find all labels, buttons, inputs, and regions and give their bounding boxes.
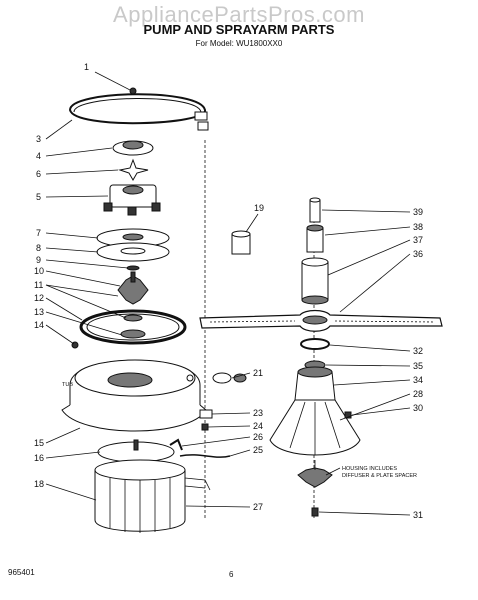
page-title: PUMP AND SPRAYARM PARTS <box>143 22 335 37</box>
part-24-screw[interactable] <box>201 423 209 431</box>
footer-code: 965401 <box>8 568 35 577</box>
part-18-motor[interactable] <box>94 459 211 533</box>
part-31-screw[interactable] <box>311 507 319 517</box>
part-6-star[interactable] <box>118 158 149 182</box>
callout-14: 14 <box>34 320 44 330</box>
part-7-plate[interactable] <box>96 228 170 248</box>
part-34-housing[interactable] <box>269 366 361 456</box>
part-39-tip[interactable] <box>309 197 321 223</box>
callout-12: 12 <box>34 293 44 303</box>
part-16-disc[interactable] <box>97 439 175 463</box>
callout-18: 18 <box>34 479 44 489</box>
part-32-ring[interactable] <box>300 338 330 350</box>
callout-6: 6 <box>36 169 41 179</box>
callout-37: 37 <box>413 235 423 245</box>
callout-3: 3 <box>36 134 41 144</box>
callout-13: 13 <box>34 307 44 317</box>
leader-lines <box>45 71 411 516</box>
housing-note-line2: DIFFUSER & PLATE SPACER <box>342 473 417 479</box>
callout-26: 26 <box>253 432 263 442</box>
part-37-tube[interactable] <box>301 257 329 305</box>
part-10-impeller[interactable] <box>117 265 149 305</box>
model-line: For Model: WU1800XX0 <box>195 39 283 48</box>
callout-36: 36 <box>413 249 423 259</box>
part-26-clip[interactable] <box>169 438 183 451</box>
watermark: AppliancePartsPros.com <box>113 2 365 27</box>
part-5-housing[interactable] <box>103 184 161 216</box>
callout-32: 32 <box>413 346 423 356</box>
callout-28: 28 <box>413 389 423 399</box>
callout-31: 31 <box>413 510 423 520</box>
callout-10: 10 <box>34 266 44 276</box>
callout-5: 5 <box>36 192 41 202</box>
callout-24: 24 <box>253 421 263 431</box>
callout-39: 39 <box>413 207 423 217</box>
part-30-screw[interactable] <box>344 411 352 419</box>
part-15-tub-base[interactable] <box>61 341 207 432</box>
callout-15: 15 <box>34 438 44 448</box>
part-25-wire[interactable] <box>179 454 231 458</box>
part-12-seal-ring[interactable] <box>79 309 187 345</box>
part-36-sprayarm[interactable] <box>199 309 443 332</box>
callout-7: 7 <box>36 228 41 238</box>
callout-21: 21 <box>253 368 263 378</box>
housing-note-line1: HOUSING INCLUDES <box>342 466 397 472</box>
callout-1: 1 <box>84 62 89 72</box>
part-23-nut[interactable] <box>199 409 213 419</box>
part-21-clamp[interactable] <box>212 372 247 384</box>
part-38-tube[interactable] <box>306 224 324 253</box>
callout-34: 34 <box>413 375 423 385</box>
callout-8: 8 <box>36 243 41 253</box>
callout-11: 11 <box>34 280 43 290</box>
callout-23: 23 <box>253 408 263 418</box>
callout-38: 38 <box>413 222 423 232</box>
callout-16: 16 <box>34 453 44 463</box>
callout-30: 30 <box>413 403 423 413</box>
callout-9: 9 <box>36 255 41 265</box>
part-3-loop[interactable] <box>68 87 209 131</box>
tub-label: TUB <box>62 382 73 388</box>
callout-19: 19 <box>254 203 264 213</box>
callout-27: 27 <box>253 502 263 512</box>
part-4-impeller-cap[interactable] <box>112 140 154 156</box>
callout-35: 35 <box>413 361 423 371</box>
part-8-gasket[interactable] <box>96 242 170 262</box>
part-19-bushing[interactable] <box>231 230 251 255</box>
callout-25: 25 <box>253 445 263 455</box>
page-number: 6 <box>229 570 234 579</box>
callout-4: 4 <box>36 151 41 161</box>
diffuser[interactable] <box>297 460 333 488</box>
